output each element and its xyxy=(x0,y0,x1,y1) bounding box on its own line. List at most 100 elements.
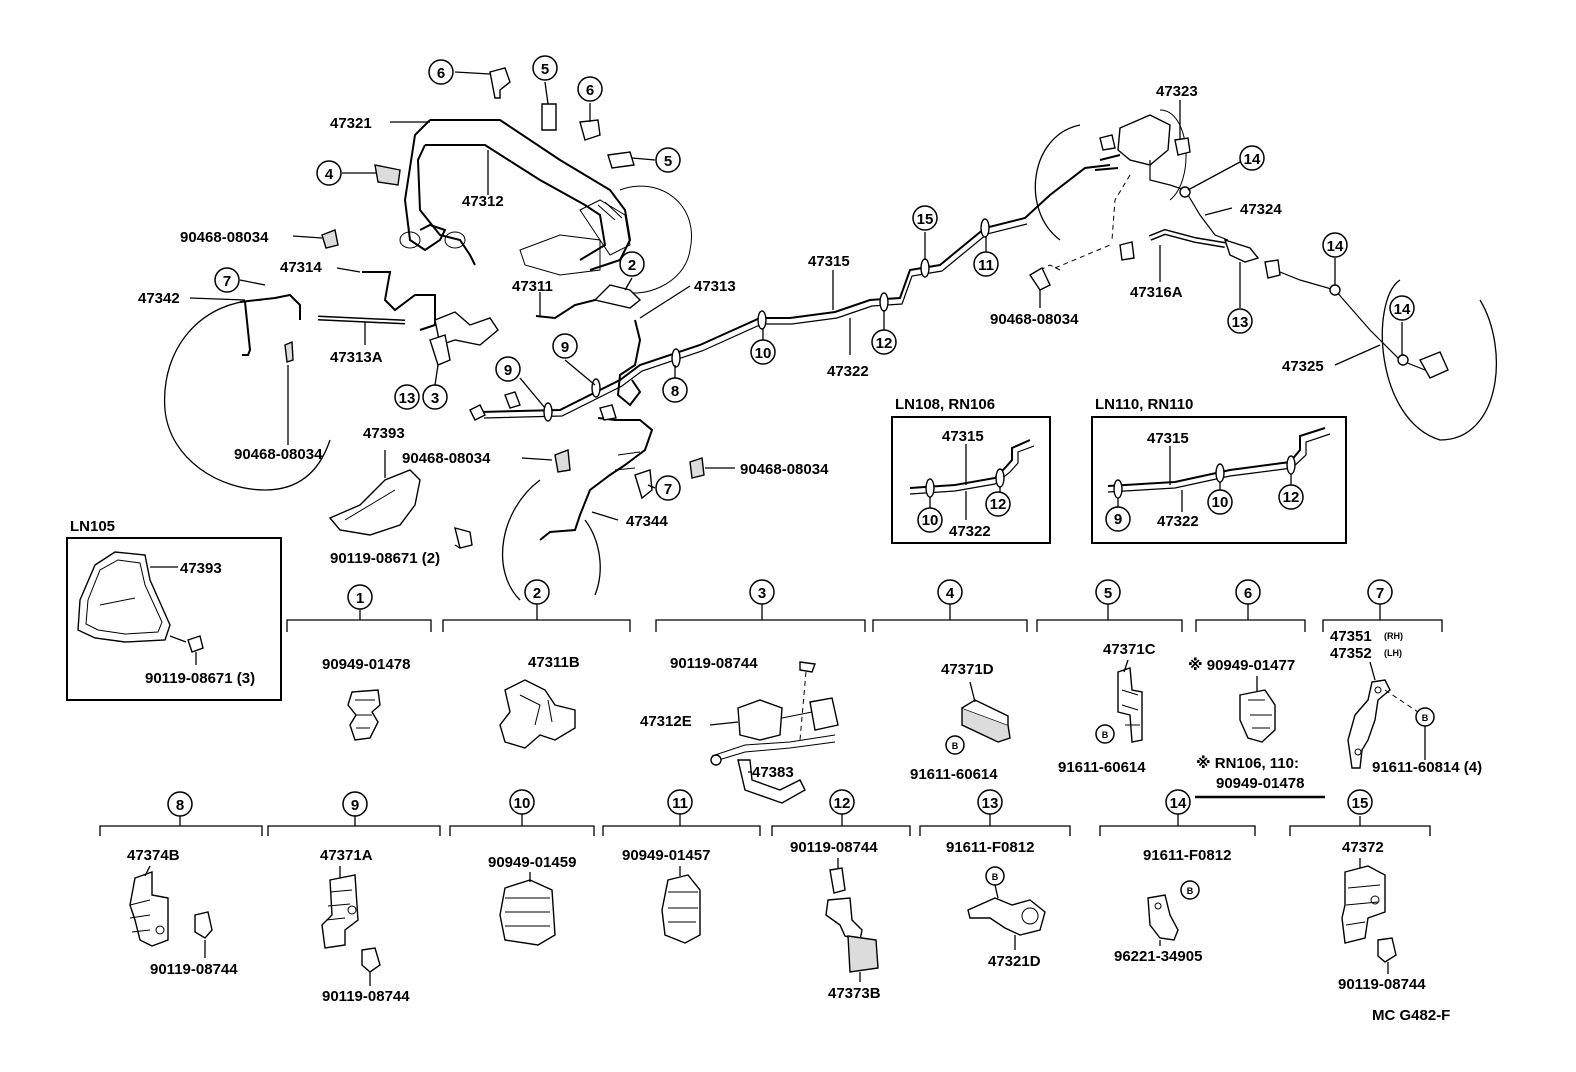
svg-text:B: B xyxy=(1102,730,1109,740)
svg-text:B: B xyxy=(952,741,959,751)
part-90119-08744-g8: 90119-08744 xyxy=(150,961,238,978)
variant-title-ln105: LN105 xyxy=(70,518,115,535)
main-brake-line-47315 xyxy=(479,164,1111,413)
label-47324: 47324 xyxy=(1240,201,1282,218)
brake-pipe-47321 xyxy=(403,119,632,271)
label-bolt-90119-08671: 90119-08671 (2) xyxy=(330,550,440,567)
part-5-mid xyxy=(607,151,635,169)
svg-text:10: 10 xyxy=(922,512,939,529)
svg-text:7: 7 xyxy=(1376,585,1384,602)
detail-group-7: 7 47351 (RH) 47352 (LH) B 91611-60814 (4… xyxy=(1322,579,1482,776)
callout-14c: 14 xyxy=(1389,295,1415,321)
part-90119-08744-g15: 90119-08744 xyxy=(1338,976,1426,993)
part-90949-01459: 90949-01459 xyxy=(488,854,576,871)
detail-group-12: 12 90119-08744 47373B xyxy=(771,789,911,1002)
label-47321: 47321 xyxy=(330,115,372,132)
svg-text:14: 14 xyxy=(1244,151,1261,168)
part-6-mid xyxy=(579,119,601,141)
svg-text:10: 10 xyxy=(755,345,772,362)
callout-7b: 7 xyxy=(655,475,681,501)
svg-text:11: 11 xyxy=(672,795,688,812)
variant-title-ln108: LN108, RN106 xyxy=(895,396,995,413)
part-47373B: 47373B xyxy=(828,985,881,1002)
svg-text:12: 12 xyxy=(834,795,851,812)
detail-group-8: 8 47374B 90119-08744 xyxy=(99,791,263,978)
brake-pipe-47324 xyxy=(1111,174,1131,241)
part-6-top xyxy=(489,67,511,99)
callout-14a: 14 xyxy=(1239,145,1265,171)
right-rear-drum-outline xyxy=(1381,279,1497,441)
svg-text:6: 6 xyxy=(437,65,445,82)
detail-group-4: 4 47371D B 91611-60614 xyxy=(872,579,1028,783)
svg-text:5: 5 xyxy=(664,153,672,170)
svg-text:12: 12 xyxy=(990,496,1007,513)
callout-circles: 6 5 6 5 4 7 2 13 3 9 9 8 10 12 15 11 14 … xyxy=(214,55,1415,501)
svg-text:15: 15 xyxy=(917,211,934,228)
detail-groups: 1 90949-01478 2 47311B 3 90119-08744 473… xyxy=(99,579,1482,1005)
callout-12: 12 xyxy=(871,329,897,355)
label-47313: 47313 xyxy=(694,278,736,295)
ln108-47315: 47315 xyxy=(942,428,984,445)
detail-group-11: 11 90949-01457 xyxy=(602,789,761,944)
callout-13a: 13 xyxy=(394,384,420,410)
clip-90468-d xyxy=(284,340,294,363)
svg-text:14: 14 xyxy=(1394,301,1411,318)
svg-text:12: 12 xyxy=(876,335,893,352)
proportioning-valve xyxy=(1117,114,1171,166)
label-47311: 47311 xyxy=(512,278,553,295)
callout-5a: 5 xyxy=(532,55,558,81)
callout-14b: 14 xyxy=(1322,232,1348,258)
clip-90468-c xyxy=(689,457,705,479)
detail-group-15: 15 47372 90119-08744 xyxy=(1289,789,1431,993)
part-47371D: 47371D xyxy=(941,661,994,678)
part-90949-01478: 90949-01478 xyxy=(322,656,410,673)
detail-group-5: 5 47371C B 91611-60614 xyxy=(1036,579,1183,776)
svg-text:9: 9 xyxy=(1114,511,1122,528)
svg-text:7: 7 xyxy=(664,481,672,498)
svg-text:B: B xyxy=(992,872,999,882)
ln110-47315: 47315 xyxy=(1147,430,1189,447)
ln110-callout-12: 12 xyxy=(1278,484,1304,510)
part-91611-60814: 91611-60814 (4) xyxy=(1372,759,1482,776)
ln110-callout-10: 10 xyxy=(1207,489,1233,515)
note-rn106-110: ※ RN106, 110: xyxy=(1196,754,1299,772)
svg-text:4: 4 xyxy=(946,585,955,602)
left-front-drum-outline xyxy=(163,299,331,491)
ln105-shield-47393: 47393 xyxy=(180,560,222,577)
label-clip-90468-d: 90468-08034 xyxy=(740,461,829,478)
svg-text:15: 15 xyxy=(1352,795,1369,812)
main-brake-line-47322 xyxy=(483,223,1028,419)
brake-pipe-47313 xyxy=(616,319,642,407)
svg-text:B: B xyxy=(1422,713,1429,723)
svg-text:3: 3 xyxy=(758,585,766,602)
part-90949-01457: 90949-01457 xyxy=(622,847,710,864)
part-90119-08744-g9: 90119-08744 xyxy=(322,988,410,1005)
svg-text:12: 12 xyxy=(1283,489,1300,506)
svg-text:11: 11 xyxy=(978,257,994,274)
svg-text:(LH): (LH) xyxy=(1384,648,1402,658)
variant-title-ln110: LN110, RN110 xyxy=(1095,396,1193,413)
svg-text:4: 4 xyxy=(325,166,334,183)
detail-group-2: 2 47311B xyxy=(442,579,631,749)
callout-6a: 6 xyxy=(428,59,454,85)
callout-5b: 5 xyxy=(655,147,681,173)
callout-3: 3 xyxy=(422,384,448,410)
detail-group-14: 14 91611-F0812 B 96221-34905 xyxy=(1099,789,1256,965)
svg-text:9: 9 xyxy=(504,362,512,379)
svg-text:1: 1 xyxy=(356,590,364,607)
callout-4: 4 xyxy=(316,160,342,186)
detail-group-13: 13 91611-F0812 B 47321D xyxy=(919,789,1071,970)
callout-6b: 6 xyxy=(577,76,603,102)
master-cylinder-booster xyxy=(619,185,692,294)
detail-group-9: 9 47371A 90119-08744 xyxy=(267,791,441,1005)
svg-text:14: 14 xyxy=(1327,238,1344,255)
detail-group-10: 10 90949-01459 xyxy=(449,789,595,946)
svg-text:7: 7 xyxy=(223,273,231,290)
label-47312: 47312 xyxy=(462,193,504,210)
label-47393: 47393 xyxy=(363,425,405,442)
callout-9b: 9 xyxy=(552,333,578,359)
svg-text:13: 13 xyxy=(982,795,999,812)
variant-box-ln110: LN110, RN110 47315 47322 9 10 12 xyxy=(1091,396,1347,544)
callout-9a: 9 xyxy=(495,356,521,382)
label-47315: 47315 xyxy=(808,253,850,270)
